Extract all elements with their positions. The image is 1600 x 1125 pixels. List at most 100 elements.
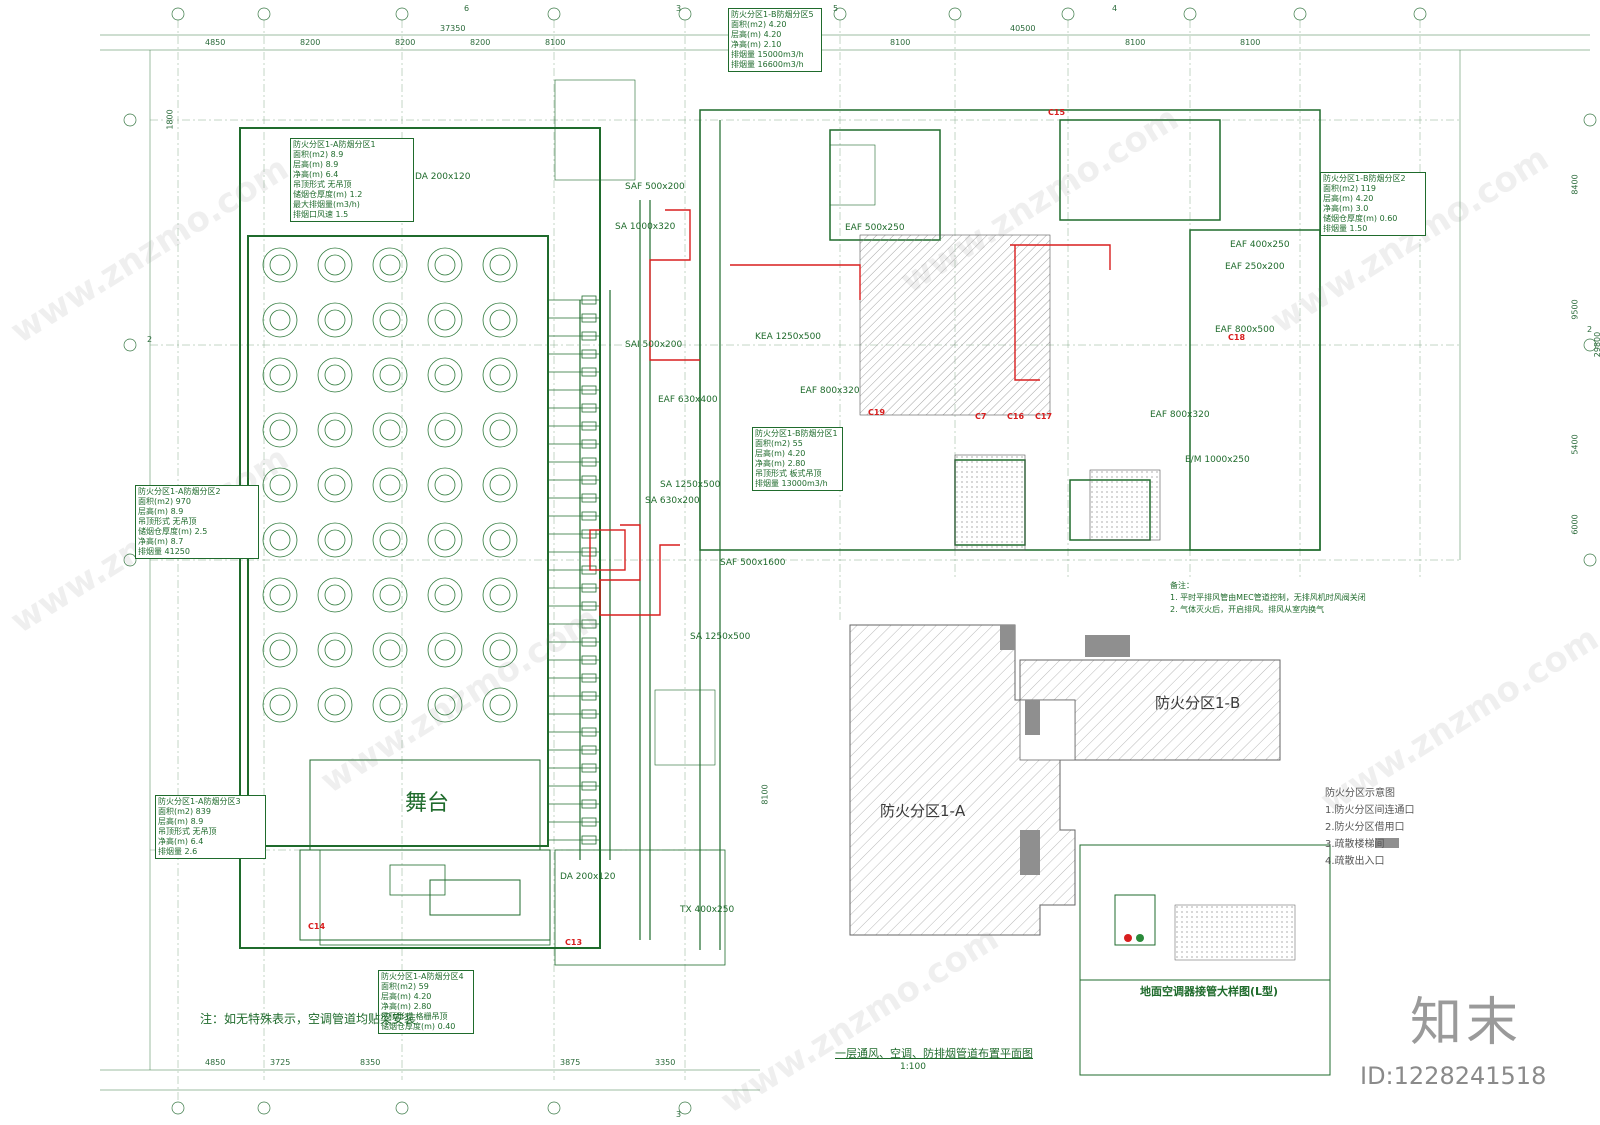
fire-zone-box-2: 防火分区1-A防烟分区2 面积(m2) 970 层高(m) 8.9 吊顶形式 无… bbox=[135, 485, 259, 559]
round-table-top bbox=[379, 584, 401, 606]
round-table bbox=[317, 412, 353, 448]
diffuser bbox=[581, 799, 597, 809]
round-table bbox=[427, 247, 463, 283]
dim-total: 37350 bbox=[440, 24, 466, 33]
diffuser bbox=[581, 673, 597, 683]
diffuser bbox=[581, 583, 597, 593]
axis-label: 3 bbox=[676, 1110, 682, 1119]
round-table-top bbox=[434, 364, 456, 386]
round-table bbox=[482, 412, 518, 448]
duct-label: SA 630x200 bbox=[645, 496, 700, 506]
fire-zone-line: 排烟量 41250 bbox=[138, 547, 190, 556]
duct-label: EAF 800x320 bbox=[1150, 410, 1210, 420]
diffuser bbox=[581, 385, 597, 395]
fire-zone-line: 净高(m) 6.4 bbox=[158, 837, 204, 846]
round-table bbox=[372, 577, 408, 613]
fire-zone-legend: 防火分区示意图 1.防火分区间连通口 2.防火分区借用口 3.疏散楼梯间 4.疏… bbox=[1325, 785, 1415, 870]
legend-title: 防火分区示意图 bbox=[1325, 788, 1395, 799]
diffuser bbox=[581, 475, 597, 485]
round-table-top bbox=[269, 419, 291, 441]
fire-zone-line: 排烟量 2.6 bbox=[158, 847, 198, 856]
dim-label: 8100 bbox=[1240, 38, 1261, 47]
round-table bbox=[317, 687, 353, 723]
dim-label: 3725 bbox=[270, 1058, 291, 1067]
round-table-top bbox=[379, 364, 401, 386]
fire-zone-box-3: 防火分区1-A防烟分区3 面积(m2) 839 层高(m) 8.9 吊顶形式 无… bbox=[155, 795, 266, 859]
fire-zone-line: 排烟量 13000m3/h bbox=[755, 479, 828, 488]
round-table-top bbox=[489, 364, 511, 386]
round-table bbox=[372, 522, 408, 558]
round-table-top bbox=[489, 419, 511, 441]
round-table-top bbox=[489, 639, 511, 661]
detail-title: 地面空调器接管大样图(L型) bbox=[1140, 985, 1279, 998]
round-table bbox=[262, 632, 298, 668]
duct-label: SAI 500x200 bbox=[625, 340, 683, 350]
duct-label: TX 400x250 bbox=[680, 905, 735, 915]
round-table-top bbox=[269, 639, 291, 661]
round-table bbox=[372, 357, 408, 393]
round-table bbox=[317, 247, 353, 283]
dim-label: 8100 bbox=[890, 38, 911, 47]
dim-label: 8100 bbox=[545, 38, 566, 47]
fire-zone-line: 储烟仓厚度(m) 1.2 bbox=[293, 190, 363, 199]
fire-zone-title: 防火分区1-A防烟分区1 bbox=[293, 140, 376, 149]
dim-label: 9500 bbox=[1570, 299, 1580, 320]
axis-label: 6 bbox=[464, 4, 470, 13]
duct-label: EAF 800x500 bbox=[1215, 325, 1275, 335]
round-table-top bbox=[379, 639, 401, 661]
fire-zone-line: 排烟量 1.50 bbox=[1323, 224, 1368, 233]
fire-zone-box-7: 防火分区1-B防烟分区5 面积(m2) 4.20 层高(m) 4.20 净高(m… bbox=[728, 8, 822, 72]
legend-item: 4.疏散出入口 bbox=[1325, 856, 1385, 867]
round-table bbox=[372, 467, 408, 503]
fire-zone-line: 净高(m) 2.10 bbox=[731, 40, 782, 49]
diffuser bbox=[581, 763, 597, 773]
diffuser bbox=[581, 439, 597, 449]
round-table bbox=[482, 357, 518, 393]
diffuser bbox=[581, 835, 597, 845]
fire-zone-line: 层高(m) 8.9 bbox=[158, 817, 204, 826]
round-table bbox=[372, 247, 408, 283]
fire-zone-line: 吊顶形式 板式吊顶 bbox=[755, 469, 822, 478]
round-table bbox=[262, 577, 298, 613]
legend-item: 3.疏散楼梯间 bbox=[1325, 839, 1385, 850]
round-table-top bbox=[324, 474, 346, 496]
fire-zone-line: 面积(m2) 119 bbox=[1323, 184, 1376, 193]
round-table bbox=[262, 302, 298, 338]
duct-label: DA 200x120 bbox=[560, 872, 616, 882]
round-table bbox=[427, 467, 463, 503]
fire-zone-1b-label: 防火分区1-B bbox=[1155, 694, 1241, 712]
round-table bbox=[482, 577, 518, 613]
round-table bbox=[372, 412, 408, 448]
red-tag: C19 bbox=[868, 408, 886, 417]
duct-label: SA 1250x500 bbox=[690, 632, 751, 642]
round-table-top bbox=[379, 419, 401, 441]
round-table bbox=[372, 632, 408, 668]
axis-label: 5 bbox=[833, 4, 839, 13]
round-table-top bbox=[324, 309, 346, 331]
remarks-title: 备注： bbox=[1170, 581, 1194, 590]
fire-zone-title: 防火分区1-A防烟分区4 bbox=[381, 972, 464, 981]
dim-total: 29800 bbox=[1593, 331, 1600, 358]
diffuser bbox=[581, 781, 597, 791]
round-table bbox=[482, 467, 518, 503]
red-tag: C17 bbox=[1035, 412, 1053, 421]
diffuser bbox=[581, 691, 597, 701]
duct-label: EAF 630x400 bbox=[658, 395, 718, 405]
round-table-top bbox=[324, 364, 346, 386]
fire-zone-line: 储烟仓厚度(m) 0.60 bbox=[1323, 214, 1398, 223]
duct-label: EAF 400x250 bbox=[1230, 240, 1290, 250]
fire-zone-1a-label: 防火分区1-A bbox=[880, 802, 966, 820]
round-table-top bbox=[269, 254, 291, 276]
fire-zone-line: 面积(m2) 55 bbox=[755, 439, 803, 448]
diffuser bbox=[581, 709, 597, 719]
round-table bbox=[482, 687, 518, 723]
fire-zone-line: 面积(m2) 8.9 bbox=[293, 150, 344, 159]
duct-label: KEA 1250x500 bbox=[755, 332, 822, 342]
round-table-top bbox=[434, 529, 456, 551]
round-table-top bbox=[489, 529, 511, 551]
round-table bbox=[482, 247, 518, 283]
fire-zone-line: 净高(m) 2.80 bbox=[755, 459, 806, 468]
brand-watermark: 知末 bbox=[1410, 993, 1523, 1053]
fire-zone-box-5: 防火分区1-B防烟分区1 面积(m2) 55 层高(m) 4.20 净高(m) … bbox=[752, 427, 843, 491]
diffuser bbox=[581, 727, 597, 737]
